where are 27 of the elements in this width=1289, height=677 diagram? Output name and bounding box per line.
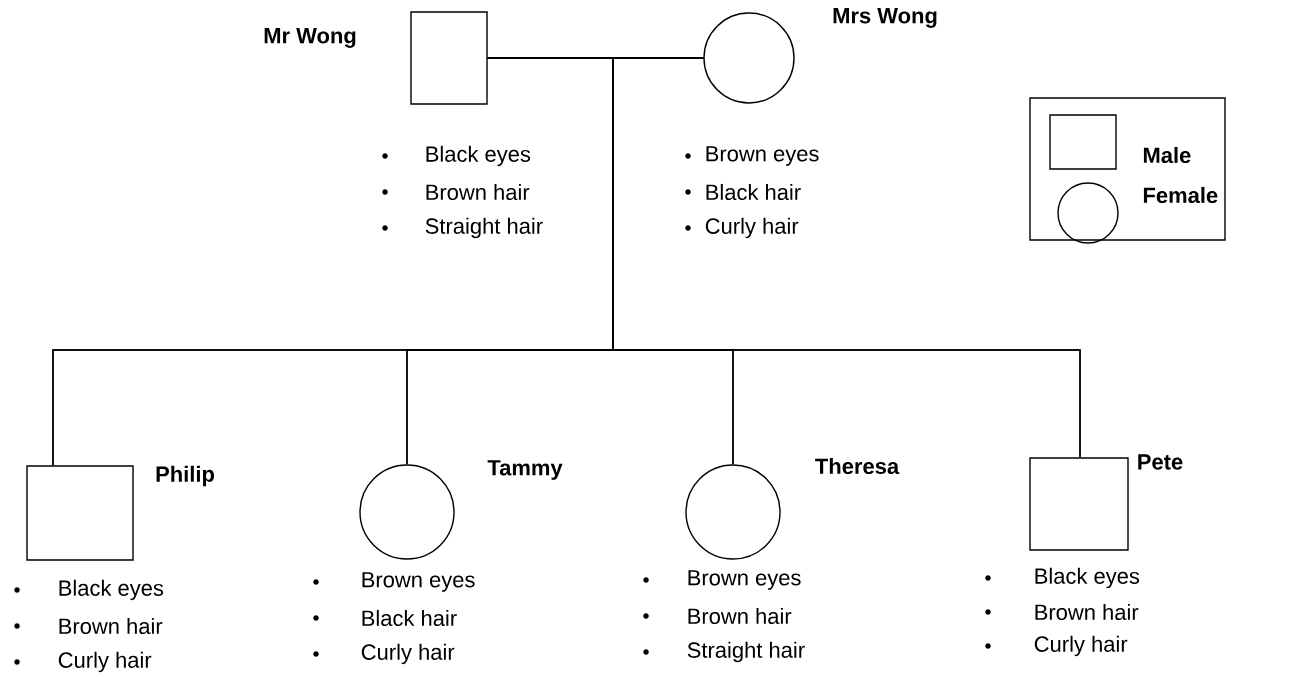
person-name: Theresa: [815, 457, 900, 475]
bullet-item: Curly hair: [685, 217, 799, 239]
legend-label: Female: [1143, 186, 1218, 204]
bullet-item: Black eyes: [382, 145, 531, 167]
person-name: Mr Wong: [264, 28, 356, 48]
legend-label: Male: [1143, 146, 1191, 164]
bullet-item: Black hair: [313, 609, 457, 627]
bullet-item: Curly hair: [985, 635, 1128, 657]
bullet-item: Straight hair: [382, 217, 543, 239]
bullet-item: Brown hair: [643, 607, 792, 625]
person-name: Tammy: [487, 460, 563, 480]
bullet-item: Curly hair: [313, 643, 455, 665]
bullet-item: Black eyes: [14, 579, 164, 601]
person-name: Philip: [156, 465, 214, 487]
bullet-item: Straight hair: [643, 641, 805, 663]
person-name: Pete: [1138, 454, 1183, 470]
bullet-item: Curly hair: [14, 651, 152, 673]
bullet-item: Brown hair: [985, 603, 1139, 621]
connector-line: [612, 57, 1081, 458]
bullet-item: Black hair: [685, 183, 801, 201]
bullet-item: Brown hair: [382, 183, 530, 201]
bullet-item: Brown eyes: [685, 146, 819, 166]
bullet-item: Brown eyes: [643, 570, 801, 590]
bullet-item: Black eyes: [985, 567, 1140, 589]
bullet-item: Brown eyes: [313, 572, 475, 592]
person-name: Mrs Wong: [833, 8, 937, 28]
bullet-item: Brown hair: [14, 617, 163, 635]
